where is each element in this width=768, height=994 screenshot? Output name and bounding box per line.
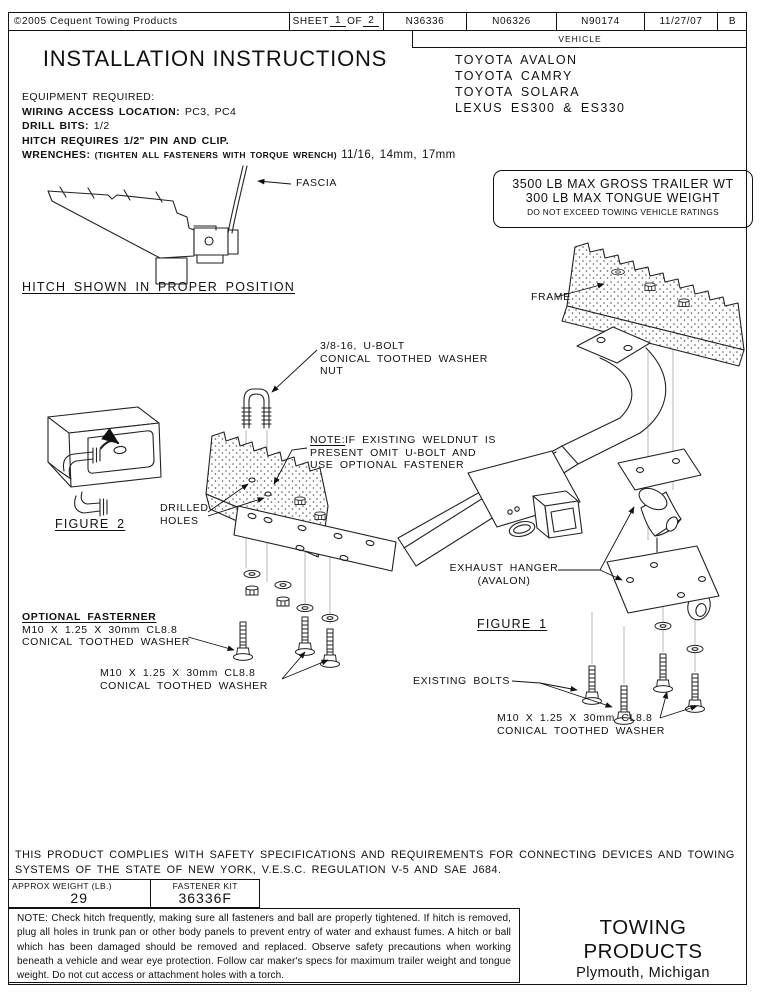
vehicle-model: LEXUS ES300 & ES330: [455, 101, 626, 115]
sheet-number: 1: [329, 15, 347, 27]
equipment-heading: EQUIPMENT REQUIRED:: [22, 91, 155, 103]
compliance-statement: THIS PRODUCT COMPLIES WITH SAFETY SPECIF…: [15, 849, 735, 876]
vehicle-model: TOYOTA SOLARA: [455, 85, 580, 99]
wrenches-line: WRENCHES: (TIGHTEN ALL FASTENERS WITH TO…: [22, 149, 456, 161]
approx-weight-label: APPROX WEIGHT (LB.): [12, 881, 113, 891]
equipment-required-block: EQUIPMENT REQUIRED: WIRING ACCESS LOCATI…: [22, 90, 456, 163]
existing-bolts-label: EXISTING BOLTS: [413, 675, 510, 687]
exhaust-hanger-assembly: [581, 448, 720, 725]
page-title: INSTALLATION INSTRUCTIONS: [42, 46, 388, 71]
weight-warning: DO NOT EXCEED TOWING VEHICLE RATINGS: [527, 207, 719, 217]
receiver-assembly: [467, 450, 583, 539]
u-bolt-callout: 3/8-16, U-BOLT CONICAL TOOTHED WASHER NU…: [320, 340, 488, 377]
copyright-text: ©2005 Cequent Towing Products: [8, 12, 290, 30]
max-tongue-weight: 300 LB MAX TONGUE WEIGHT: [525, 191, 721, 205]
m10-fastener-callout-left: M10 X 1.25 X 30mm CL8.8 CONICAL TOOTHED …: [100, 667, 268, 692]
frame-rail-right: [561, 242, 745, 367]
side-bracket-plate: [233, 505, 397, 572]
drill-bits-line: DRILL BITS: 1/2: [22, 120, 110, 132]
hitch-position-caption: HITCH SHOWN IN PROPER POSITION: [22, 280, 296, 294]
approx-weight-value: 29: [70, 890, 88, 906]
optional-fastener-callout: OPTIONAL FASTERNER M10 X 1.25 X 30mm CL8…: [22, 611, 190, 648]
part-number-3: N90174: [557, 12, 645, 30]
page-border: [8, 12, 747, 985]
vehicle-header-cell: VEHICLE: [412, 31, 747, 48]
sheet-total: 2: [363, 15, 380, 27]
approx-weight-cell: APPROX WEIGHT (LB.) 29: [8, 880, 152, 907]
figure1-label: FIGURE 1: [477, 617, 548, 631]
hitch-side-view: [47, 165, 248, 285]
spec-table: APPROX WEIGHT (LB.) 29 FASTENER KIT 3633…: [8, 879, 260, 908]
vehicle-list: TOYOTA AVALON TOYOTA CAMRY TOYOTA SOLARA…: [455, 52, 625, 116]
sheet-indicator: SHEET 1 OF 2: [290, 12, 384, 30]
fastener-kit-label: FASTENER KIT: [172, 881, 238, 891]
part-number-2: N06326: [467, 12, 557, 30]
drilled-holes-label: DRILLED HOLES: [160, 502, 209, 527]
figure2-drawing: [47, 406, 162, 517]
u-bolt: [241, 388, 272, 429]
brand-block: TOWING PRODUCTS Plymouth, Michigan: [538, 916, 748, 981]
max-weight-warning-box: 3500 LB MAX GROSS TRAILER WT 300 LB MAX …: [493, 170, 753, 228]
m10-fastener-callout-right: M10 X 1.25 X 30mm CL8.8 CONICAL TOOTHED …: [497, 712, 665, 737]
left-fasteners: [232, 569, 341, 668]
wiring-access-line: WIRING ACCESS LOCATION: PC3, PC4: [22, 105, 237, 118]
figure2-label: FIGURE 2: [55, 517, 126, 531]
fastener-kit-cell: FASTENER KIT 36336F: [151, 880, 259, 907]
safety-note-box: NOTE: Check hitch frequently, making sur…: [8, 908, 520, 983]
max-trailer-weight: 3500 LB MAX GROSS TRAILER WT: [512, 177, 734, 191]
fastener-kit-value: 36336F: [178, 890, 232, 906]
vehicle-model: TOYOTA CAMRY: [455, 69, 573, 83]
revision-date: 11/27/07: [645, 12, 718, 30]
fascia-label: FASCIA: [296, 177, 337, 189]
vehicle-model: TOYOTA AVALON: [455, 53, 578, 67]
sheet-of-label: OF: [347, 15, 363, 27]
title-block-header: ©2005 Cequent Towing Products SHEET 1 OF…: [8, 12, 747, 31]
brand-location: Plymouth, Michigan: [576, 965, 710, 981]
revision-letter: B: [728, 15, 737, 27]
frame-label: FRAME: [531, 291, 571, 303]
weldnut-note-callout: NOTE:IF EXISTING WELDNUT IS PRESENT OMIT…: [310, 434, 497, 471]
end-bracket-plate: [576, 326, 651, 364]
sheet-label: SHEET: [292, 15, 329, 27]
leader-lines: [187, 178, 698, 719]
part-number-1: N36336: [384, 12, 467, 30]
exhaust-hanger-label: EXHAUST HANGER (AVALON): [449, 562, 559, 587]
pin-clip-line: HITCH REQUIRES 1/2" PIN AND CLIP.: [22, 134, 230, 147]
brand-name: TOWING PRODUCTS: [583, 916, 703, 963]
